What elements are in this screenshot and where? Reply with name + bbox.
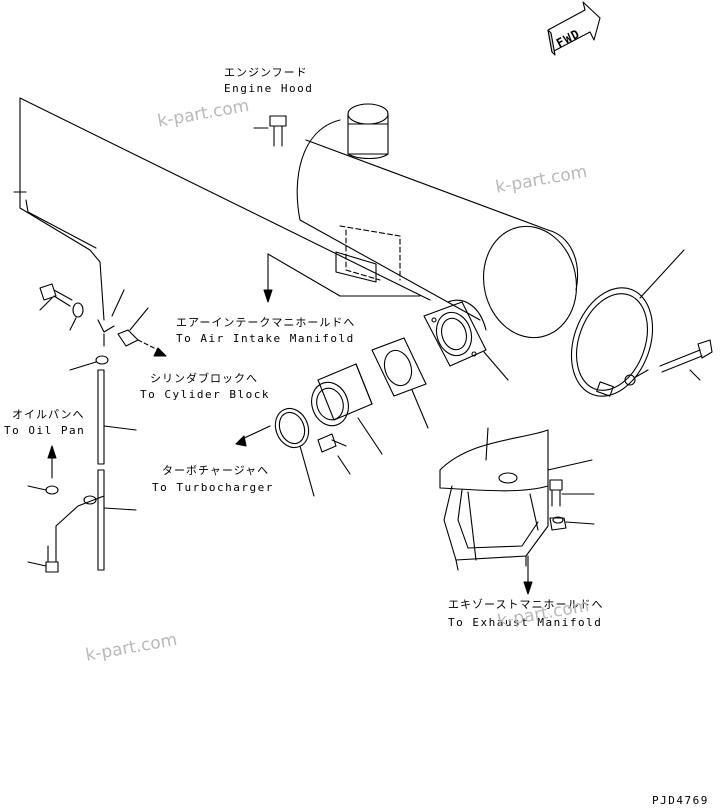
seal-ring [274,407,315,497]
exhaust-manifold-label-en: To Exhaust Manifold [448,616,603,629]
gasket [371,337,429,429]
clamp-band [570,249,685,397]
mounting-bracket [439,427,593,571]
sleeve [117,307,167,357]
turbocharger-label-jp: ターボチャージャへ [162,464,270,477]
engine-hood-label-en: Engine Hood [224,82,314,95]
drawing-code: PJD4769 [652,794,709,807]
bracket-bolt [549,479,595,507]
turbocharger-arrow [235,425,271,447]
oil-pan-arrow [47,445,57,479]
turbocharger-label-en: To Turbocharger [152,481,274,494]
lower-bolt [27,545,59,573]
pipe-nut [69,355,109,371]
engine-hood-label-jp: エンジンフード [224,66,308,79]
fwd-arrow-icon [547,1,601,56]
bracket-nut [549,516,595,531]
air-intake-label-en: To Air Intake Manifold [176,332,355,345]
exhaust-manifold-label-jp: エキゾーストマニホールドへ [448,598,604,611]
cylinder-block-label-jp: シリンダブロックへ [150,372,258,385]
breather-pipe [55,369,137,571]
air-intake-arrow [263,253,421,303]
oil-pan-label-en: To Oil Pan [4,424,86,437]
muffler [296,103,578,339]
pipe-clip [97,289,125,347]
left-washer [69,302,84,331]
oil-pan-label-jp: オイルパンへ [12,408,85,421]
adaptor-bolt [317,433,351,475]
cylinder-block-label-en: To Cylider Block [140,388,270,401]
exhaust-pipe-outline [13,97,431,321]
left-bolt [39,283,73,311]
inlet-flange [423,299,509,381]
turbo-adaptor [311,363,383,455]
engine-hood-bolt [253,115,287,147]
air-intake-label-jp: エアーインテークマニホールドへ [176,316,356,329]
clamp-bolt [659,339,713,381]
oil-pan-washer [27,485,59,495]
exhaust-manifold-arrow [523,555,533,595]
